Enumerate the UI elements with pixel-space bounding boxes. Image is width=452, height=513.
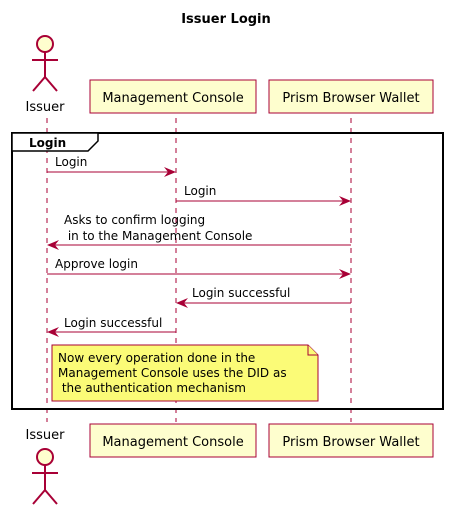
frame-label-tab: [11, 132, 99, 152]
participant-box: [89, 423, 257, 458]
message-label: Login: [55, 155, 87, 169]
message-console-to-wallet-login: Login: [176, 184, 351, 206]
participant-management-console-bottom: Management Console: [89, 423, 257, 458]
note: Now every operation done in the Manageme…: [51, 344, 319, 402]
participant-management-console-top: Management Console: [89, 79, 257, 114]
message-issuer-to-console-login: Login: [47, 155, 176, 177]
actor-label: Issuer: [26, 100, 66, 115]
actor-leg-left: [32, 489, 46, 505]
frame-border: [11, 132, 444, 410]
note-line-3: the authentication mechanism: [58, 381, 246, 395]
actor-label: Issuer: [26, 428, 66, 443]
participant-box: [268, 79, 434, 114]
actor-leg-left: [32, 76, 46, 92]
participant-prism-browser-wallet-bottom: Prism Browser Wallet: [268, 423, 434, 458]
note-body: [51, 344, 319, 402]
message-label: Approve login: [55, 257, 138, 271]
participant-label: Management Console: [102, 435, 243, 450]
message-wallet-to-issuer-confirm: Asks to confirm logging in to the Manage…: [47, 213, 351, 250]
note-line-1: Now every operation done in the: [58, 351, 255, 365]
participant-label: Prism Browser Wallet: [282, 91, 419, 106]
message-console-to-issuer-success: Login successful: [47, 316, 176, 337]
note-line-2: Management Console uses the DID as: [58, 366, 287, 380]
actor-leg-right: [44, 489, 58, 505]
note-fold: [307, 345, 318, 356]
actor-head-icon: [36, 35, 54, 53]
actor-head-icon: [36, 448, 54, 466]
participant-label: Prism Browser Wallet: [282, 435, 419, 450]
message-label-line-1: Asks to confirm logging: [64, 213, 205, 227]
actor-issuer-top: Issuer: [26, 35, 66, 115]
actor-leg-right: [44, 76, 58, 92]
participant-prism-browser-wallet-top: Prism Browser Wallet: [268, 79, 434, 114]
message-label: Login successful: [192, 286, 290, 300]
participant-box: [89, 79, 257, 114]
message-label-line-2: in to the Management Console: [64, 229, 252, 243]
message-wallet-to-console-success: Login successful: [176, 286, 351, 308]
frame-login: Login: [11, 132, 444, 410]
participant-label: Management Console: [102, 91, 243, 106]
actor-issuer-bottom: Issuer: [26, 428, 66, 505]
frame-label: Login: [29, 136, 66, 150]
message-label: Login: [184, 184, 216, 198]
message-issuer-to-wallet-approve: Approve login: [47, 257, 351, 279]
message-label: Login successful: [64, 316, 162, 330]
diagram-title: Issuer Login: [181, 12, 271, 27]
participant-box: [268, 423, 434, 458]
